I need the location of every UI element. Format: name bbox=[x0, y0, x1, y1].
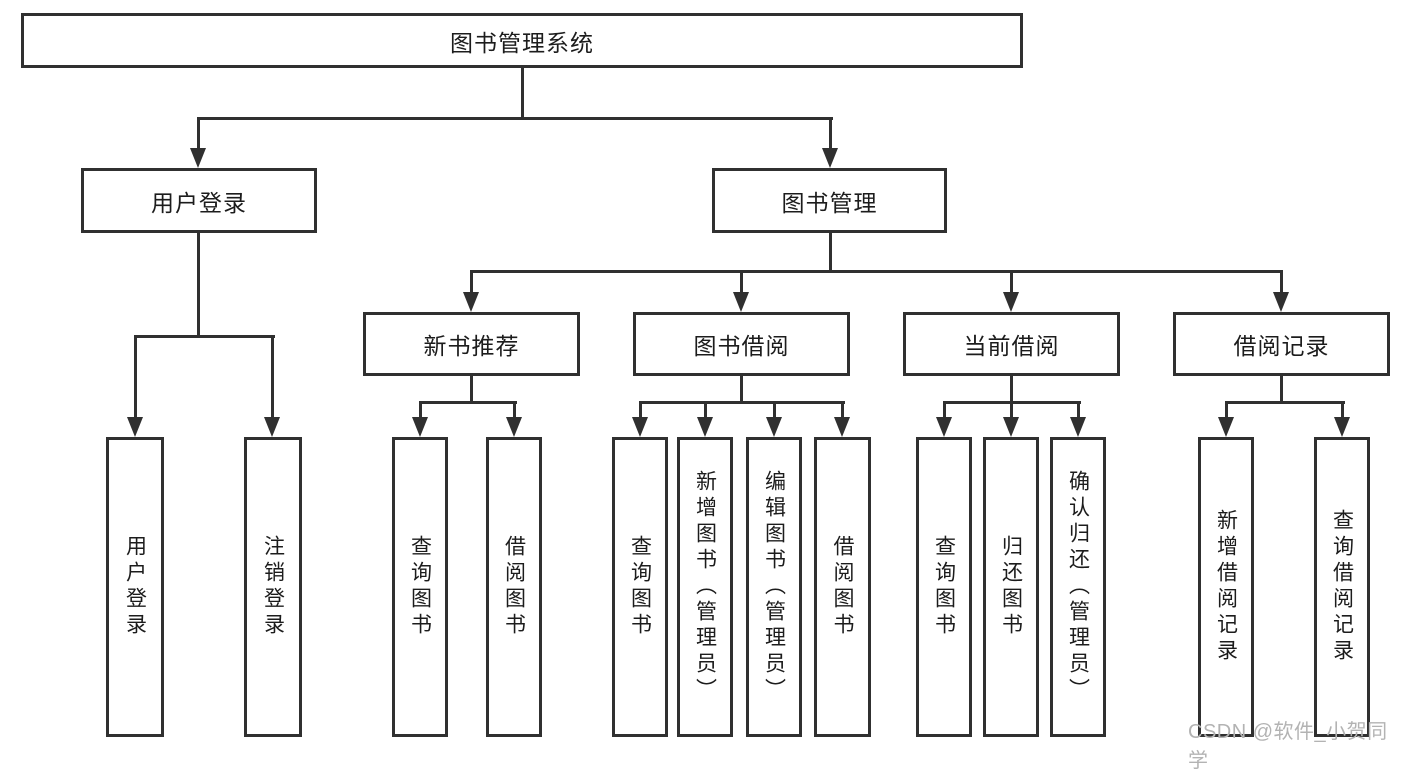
leaf-add-book-admin: 新增图书（管理员） bbox=[677, 437, 733, 737]
node-user-login: 用户登录 bbox=[81, 168, 317, 233]
leaf-edit-book-admin-label: 编辑图书（管理员） bbox=[762, 470, 786, 704]
arrowhead-icon bbox=[506, 417, 522, 437]
arrowhead-icon bbox=[463, 292, 479, 312]
node-root-label: 图书管理系统 bbox=[450, 29, 594, 56]
arrowhead-icon bbox=[1003, 417, 1019, 437]
connector-line bbox=[1280, 270, 1283, 295]
connector-line bbox=[829, 233, 832, 273]
leaf-query-book-3-label: 查询图书 bbox=[932, 535, 956, 639]
node-book-management: 图书管理 bbox=[712, 168, 947, 233]
node-borrow-record: 借阅记录 bbox=[1173, 312, 1390, 376]
arrowhead-icon bbox=[834, 417, 850, 437]
connector-line bbox=[943, 401, 946, 420]
connector-line bbox=[1341, 401, 1344, 420]
connector-line bbox=[470, 270, 473, 295]
connector-line bbox=[513, 401, 516, 420]
leaf-add-borrow-record-label: 新增借阅记录 bbox=[1214, 509, 1238, 665]
arrowhead-icon bbox=[766, 417, 782, 437]
node-root: 图书管理系统 bbox=[21, 13, 1023, 68]
node-user-login-label: 用户登录 bbox=[151, 189, 247, 216]
node-current-borrow: 当前借阅 bbox=[903, 312, 1120, 376]
connector-line bbox=[197, 233, 200, 338]
arrowhead-icon bbox=[1003, 292, 1019, 312]
leaf-logout: 注销登录 bbox=[244, 437, 302, 737]
arrowhead-icon bbox=[190, 148, 206, 168]
connector-line bbox=[1010, 401, 1013, 420]
node-new-book-recommend: 新书推荐 bbox=[363, 312, 580, 376]
leaf-user-login-label: 用户登录 bbox=[123, 535, 147, 639]
leaf-borrow-book-2-label: 借阅图书 bbox=[831, 535, 854, 639]
leaf-query-book-2: 查询图书 bbox=[612, 437, 668, 737]
connector-line bbox=[1225, 401, 1228, 420]
arrowhead-icon bbox=[1273, 292, 1289, 312]
connector-line bbox=[704, 401, 707, 420]
connector-line bbox=[1077, 401, 1080, 420]
leaf-add-borrow-record: 新增借阅记录 bbox=[1198, 437, 1254, 737]
connector-line bbox=[1225, 401, 1345, 404]
leaf-query-book-2-label: 查询图书 bbox=[628, 535, 652, 639]
node-current-borrow-label: 当前借阅 bbox=[963, 333, 1060, 359]
connector-line bbox=[773, 401, 776, 420]
connector-line bbox=[197, 117, 200, 151]
connector-line bbox=[271, 335, 274, 420]
leaf-add-book-admin-label: 新增图书（管理员） bbox=[693, 470, 717, 704]
leaf-borrow-book-1: 借阅图书 bbox=[486, 437, 542, 737]
node-new-book-recommend-label: 新书推荐 bbox=[423, 333, 520, 359]
connector-line bbox=[419, 401, 422, 420]
connector-line bbox=[740, 270, 743, 295]
arrowhead-icon bbox=[412, 417, 428, 437]
arrowhead-icon bbox=[264, 417, 280, 437]
node-book-borrow-label: 图书借阅 bbox=[693, 333, 790, 359]
leaf-logout-label: 注销登录 bbox=[261, 535, 285, 639]
leaf-query-book-1: 查询图书 bbox=[392, 437, 448, 737]
arrowhead-icon bbox=[936, 417, 952, 437]
leaf-query-book-3: 查询图书 bbox=[916, 437, 972, 737]
connector-line bbox=[419, 401, 517, 404]
connector-line bbox=[470, 376, 473, 404]
connector-line bbox=[1010, 270, 1013, 295]
arrowhead-icon bbox=[697, 417, 713, 437]
arrowhead-icon bbox=[1218, 417, 1234, 437]
connector-line bbox=[841, 401, 844, 420]
leaf-borrow-book-2: 借阅图书 bbox=[814, 437, 871, 737]
connector-line bbox=[1280, 376, 1283, 404]
connector-line bbox=[829, 117, 832, 151]
leaf-user-login: 用户登录 bbox=[106, 437, 164, 737]
node-book-management-label: 图书管理 bbox=[781, 189, 878, 216]
csdn-watermark: CSDN @软件_小贺同学 bbox=[1188, 721, 1388, 772]
connector-line bbox=[470, 270, 1283, 273]
arrowhead-icon bbox=[632, 417, 648, 437]
node-book-borrow: 图书借阅 bbox=[633, 312, 850, 376]
connector-line bbox=[639, 401, 845, 404]
leaf-confirm-return-admin-label: 确认归还（管理员） bbox=[1066, 470, 1090, 704]
connector-line bbox=[740, 376, 743, 404]
arrowhead-icon bbox=[1334, 417, 1350, 437]
arrowhead-icon bbox=[127, 417, 143, 437]
leaf-return-book-label: 归还图书 bbox=[999, 535, 1023, 639]
connector-line bbox=[1010, 376, 1013, 404]
connector-line bbox=[197, 117, 833, 120]
arrowhead-icon bbox=[733, 292, 749, 312]
leaf-borrow-book-1-label: 借阅图书 bbox=[502, 535, 526, 639]
leaf-query-book-1-label: 查询图书 bbox=[408, 535, 432, 639]
leaf-query-borrow-record-label: 查询借阅记录 bbox=[1330, 509, 1354, 665]
connector-line bbox=[134, 335, 137, 420]
leaf-return-book: 归还图书 bbox=[983, 437, 1039, 737]
node-borrow-record-label: 借阅记录 bbox=[1233, 333, 1330, 359]
org-chart: 图书管理系统 用户登录 图书管理 新书推荐 图书借阅 当前借阅 借阅记录 用户登… bbox=[21, 13, 1390, 772]
leaf-edit-book-admin: 编辑图书（管理员） bbox=[746, 437, 802, 737]
leaf-query-borrow-record: 查询借阅记录 bbox=[1314, 437, 1370, 737]
arrowhead-icon bbox=[822, 148, 838, 168]
connector-line bbox=[639, 401, 642, 420]
connector-line bbox=[521, 68, 524, 120]
leaf-confirm-return-admin: 确认归还（管理员） bbox=[1050, 437, 1106, 737]
arrowhead-icon bbox=[1070, 417, 1086, 437]
connector-line bbox=[134, 335, 275, 338]
